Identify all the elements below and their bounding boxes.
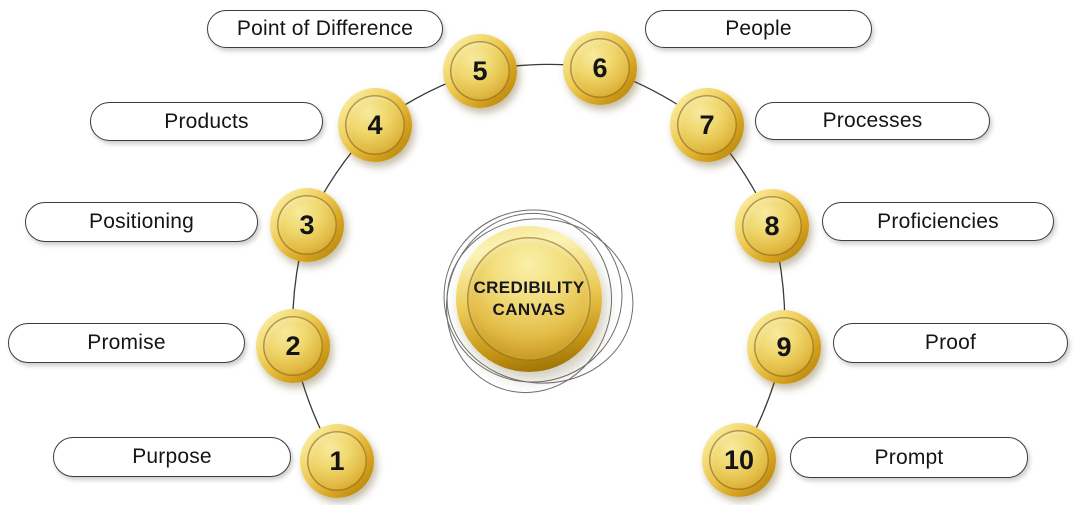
step-coin-10: 10 (702, 423, 776, 497)
step-coin-3: 3 (270, 188, 344, 262)
label-pill-processes: Processes (755, 102, 990, 140)
center-badge-title: CREDIBILITY CANVAS (473, 277, 584, 321)
label-text-proficiencies: Proficiencies (877, 209, 999, 233)
label-pill-point-of-difference: Point of Difference (207, 10, 443, 48)
label-text-processes: Processes (822, 109, 923, 132)
step-coin-4: 4 (338, 88, 412, 162)
label-pill-proof: Proof (833, 323, 1068, 363)
center-badge: CREDIBILITY CANVAS (456, 226, 602, 372)
step-number-6: 6 (592, 52, 608, 83)
step-number-4: 4 (367, 109, 383, 140)
center-badge-title-line2: CANVAS (492, 300, 566, 319)
label-text-prompt: Prompt (874, 445, 944, 469)
step-number-3: 3 (299, 209, 315, 240)
step-coin-5: 5 (443, 34, 517, 108)
step-number-10: 10 (723, 444, 755, 475)
step-coin-9: 9 (747, 310, 821, 384)
step-number-5: 5 (472, 55, 488, 86)
label-text-proof: Proof (924, 331, 977, 354)
label-text-people: People (725, 17, 792, 40)
step-coin-7: 7 (670, 88, 744, 162)
label-text-point-of-difference: Point of Difference (236, 17, 414, 40)
label-pill-positioning: Positioning (25, 202, 258, 242)
label-text-promise: Promise (87, 331, 166, 354)
label-pill-proficiencies: Proficiencies (822, 202, 1054, 241)
step-coin-1: 1 (300, 424, 374, 498)
step-number-7: 7 (699, 109, 715, 140)
label-pill-products: Products (90, 102, 323, 141)
step-coin-2: 2 (256, 309, 330, 383)
step-number-9: 9 (776, 331, 792, 362)
step-number-8: 8 (764, 210, 780, 241)
step-number-2: 2 (285, 330, 301, 361)
label-text-products: Products (164, 109, 249, 133)
label-pill-people: People (645, 10, 872, 48)
label-text-positioning: Positioning (89, 210, 194, 233)
label-pill-promise: Promise (8, 323, 245, 363)
label-text-purpose: Purpose (132, 445, 212, 468)
step-coin-8: 8 (735, 189, 809, 263)
label-pill-prompt: Prompt (790, 437, 1028, 478)
arc-connector-line (291, 63, 786, 462)
step-number-1: 1 (329, 445, 345, 476)
step-coin-6: 6 (563, 31, 637, 105)
sketch-circles-decoration (443, 209, 634, 394)
label-pill-purpose: Purpose (53, 437, 291, 477)
center-badge-title-line1: CREDIBILITY (473, 277, 585, 297)
